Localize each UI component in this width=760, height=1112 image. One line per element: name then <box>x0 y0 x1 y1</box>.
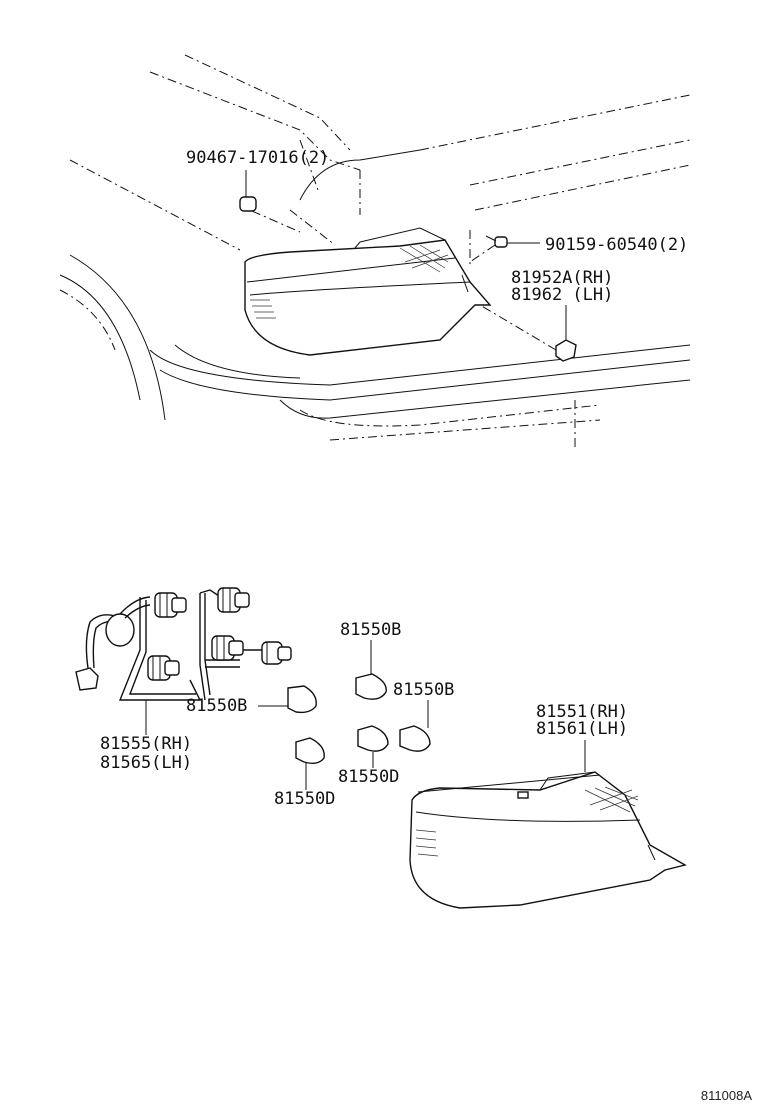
figure-code: 811008A <box>701 1088 752 1103</box>
label-screw-right: 90159-60540(2) <box>545 235 688 255</box>
bulb-socket-4 <box>261 641 292 665</box>
label-bulb-b-top: 81550B <box>340 620 401 640</box>
tail-lamp-assembly-lower <box>409 740 687 909</box>
label-screw-top: 90467-17016(2) <box>186 148 329 168</box>
bulb-81550b-top-icon <box>355 640 387 700</box>
bulb-81550d-bottom-icon <box>295 737 325 790</box>
clip-81952a-icon <box>479 304 577 362</box>
bulb-socket-1 <box>154 592 187 618</box>
bulb-81550b-left-icon <box>258 685 317 714</box>
screw-90159-icon <box>469 235 540 263</box>
label-bulb-d-bottom: 81550D <box>274 789 335 809</box>
vehicle-body-outline <box>59 54 691 450</box>
bulb-socket-2 <box>217 587 250 613</box>
label-bulb-d-mid: 81550D <box>338 767 399 787</box>
bulb-81550b-right-icon <box>399 700 431 752</box>
label-lamp-rh: 81551(RH) <box>536 702 628 722</box>
label-lens-rh: 81952A(RH) <box>511 268 613 288</box>
label-lamp-lh: 81561(LH) <box>536 719 628 739</box>
bulb-socket-3 <box>211 635 244 661</box>
label-bulb-b-right: 81550B <box>393 680 454 700</box>
label-socket-lh: 81565(LH) <box>100 753 192 773</box>
screw-90467-icon <box>239 170 301 233</box>
bulb-81550d-mid-icon <box>357 725 389 768</box>
bulb-socket-5 <box>147 655 180 681</box>
label-bulb-b-left: 81550B <box>186 696 247 716</box>
label-lens-lh: 81962 (LH) <box>511 285 613 305</box>
label-socket-rh: 81555(RH) <box>100 734 192 754</box>
tail-lamp-lens-upper <box>244 227 492 356</box>
